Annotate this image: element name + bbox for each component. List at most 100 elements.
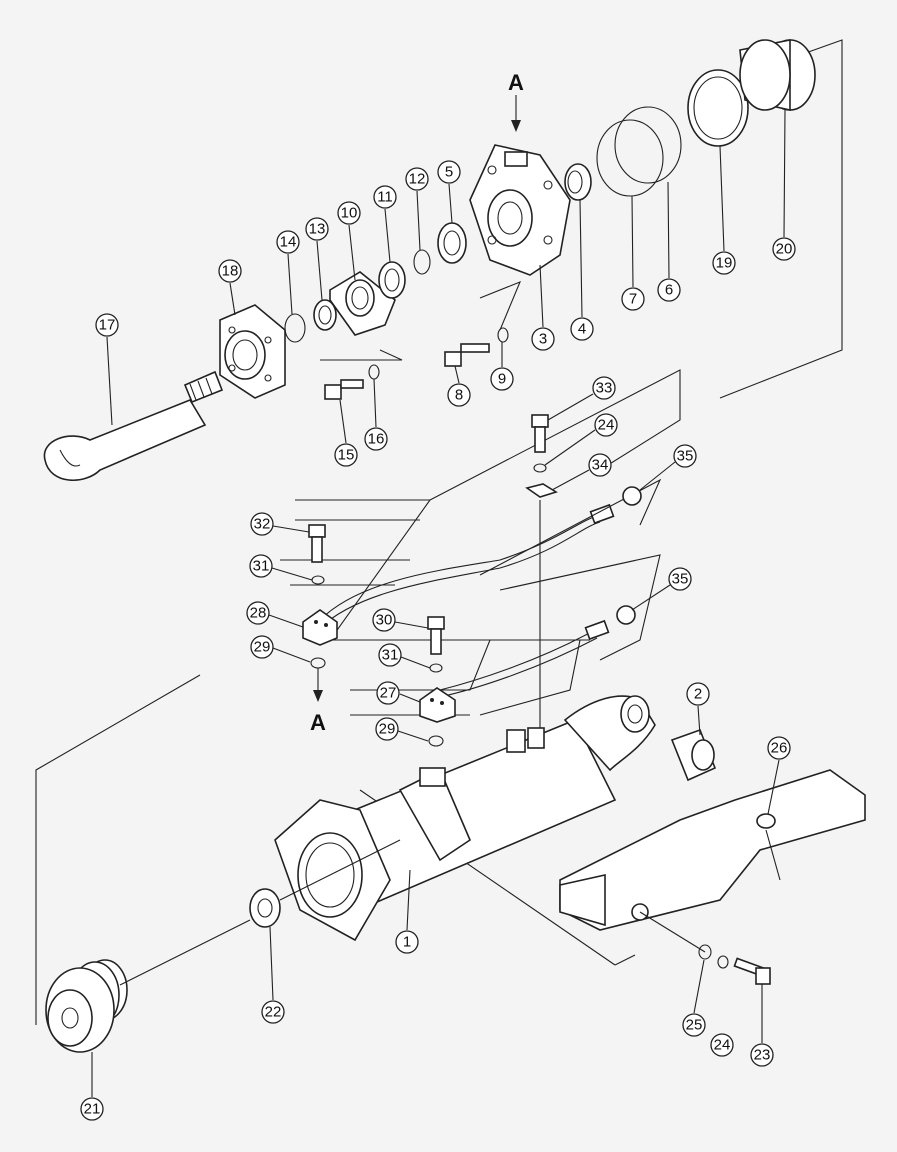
svg-text:26: 26 [771, 740, 788, 757]
svg-text:13: 13 [309, 221, 326, 238]
part-24-washer-a [533, 463, 547, 473]
callout-7: 7 [621, 195, 645, 311]
callout-11: 11 [373, 185, 397, 263]
svg-text:7: 7 [629, 291, 637, 308]
svg-text:9: 9 [498, 371, 506, 388]
part-7-ring [596, 119, 664, 197]
part-25-washer [698, 944, 712, 960]
svg-text:23: 23 [754, 1047, 771, 1064]
part-29-washer-b [428, 735, 444, 747]
part-35-nut-a [622, 486, 642, 506]
part-18-flange [219, 304, 286, 399]
callout-3: 3 [531, 264, 555, 351]
callout-22: 22 [261, 926, 285, 1024]
callout-8: 8 [447, 365, 471, 407]
svg-text:19: 19 [716, 255, 733, 272]
svg-text:35: 35 [677, 448, 694, 465]
svg-text:35: 35 [672, 571, 689, 588]
part-15-bolt [324, 379, 364, 400]
callout-14: 14 [276, 230, 300, 315]
part-28-block [302, 609, 338, 646]
callout-31-lower: 31 [378, 643, 431, 669]
svg-text:28: 28 [250, 605, 267, 622]
svg-text:33: 33 [596, 380, 613, 397]
part-10-bracket [329, 271, 396, 336]
svg-text:5: 5 [445, 164, 453, 181]
svg-text:24: 24 [598, 417, 615, 434]
callout-1: 1 [395, 869, 419, 954]
callout-13: 13 [305, 217, 329, 301]
svg-text:32: 32 [254, 516, 271, 533]
part-31-washer-b [429, 663, 443, 673]
part-2-bushing [670, 728, 717, 782]
part-12-oring [413, 249, 431, 275]
callout-21: 21 [80, 1052, 104, 1121]
callout-35-lower: 35 [631, 567, 692, 611]
part-20-sleeve [739, 39, 816, 111]
part-29-washer-a [310, 657, 326, 669]
callout-24-upper: 24 [544, 413, 618, 466]
part-24-washer-b [717, 955, 729, 969]
svg-text:21: 21 [84, 1101, 101, 1118]
part-1-cylinder [274, 695, 656, 942]
callout-26: 26 [767, 736, 791, 815]
svg-text:14: 14 [280, 234, 297, 251]
part-3-head-block [469, 144, 571, 276]
callout-2: 2 [686, 682, 710, 736]
section-label-top: A [508, 70, 524, 95]
callout-35-upper: 35 [639, 444, 697, 491]
callout-29-lower: 29 [375, 717, 429, 742]
callout-30: 30 [372, 608, 429, 632]
callout-33: 33 [547, 376, 616, 421]
callout-28: 28 [246, 601, 304, 628]
callout-4: 4 [570, 199, 594, 341]
svg-text:12: 12 [409, 171, 426, 188]
part-35-nut-b [616, 605, 636, 625]
part-9-washer [497, 327, 509, 343]
part-23-bolt [733, 957, 771, 985]
callout-6: 6 [657, 181, 681, 302]
svg-text:29: 29 [379, 721, 396, 738]
part-34-plate [525, 483, 558, 498]
callout-29-upper: 29 [250, 635, 311, 663]
callout-18: 18 [218, 259, 242, 316]
part-21-piston [45, 959, 128, 1053]
part-22-nut [249, 888, 281, 928]
svg-text:11: 11 [377, 189, 393, 206]
part-13-ring [313, 299, 337, 331]
svg-text:24: 24 [714, 1037, 731, 1054]
svg-text:3: 3 [539, 331, 547, 348]
callout-15: 15 [334, 399, 358, 467]
callout-24-lower: 24 [710, 1033, 734, 1057]
part-30-bolt [427, 616, 445, 655]
svg-text:30: 30 [376, 612, 393, 629]
svg-text:20: 20 [776, 241, 793, 258]
part-33-bolt [531, 414, 549, 453]
part-32-bolt [308, 524, 326, 563]
part-19-bearing [687, 69, 749, 147]
callout-20: 20 [772, 109, 796, 261]
callout-12: 12 [405, 167, 429, 251]
svg-text:18: 18 [222, 263, 239, 280]
svg-text:4: 4 [578, 321, 586, 338]
svg-text:25: 25 [686, 1017, 703, 1034]
callout-19: 19 [712, 145, 736, 275]
part-16-washer [368, 364, 380, 380]
part-4-bushing [564, 163, 592, 201]
callout-5: 5 [437, 160, 461, 224]
part-14-snap-ring [284, 313, 306, 343]
callout-10: 10 [337, 201, 361, 281]
part-11-bushing [378, 261, 406, 299]
hydraulic-tube-assembly [280, 369, 681, 716]
svg-text:31: 31 [382, 647, 399, 664]
section-label-bottom: A [310, 710, 326, 735]
svg-text:6: 6 [665, 282, 673, 299]
svg-text:22: 22 [265, 1004, 282, 1021]
callout-31-upper: 31 [249, 554, 313, 581]
svg-text:17: 17 [99, 317, 116, 334]
part-26-arm [559, 769, 866, 931]
svg-text:27: 27 [380, 685, 397, 702]
part-27-block [419, 687, 456, 723]
